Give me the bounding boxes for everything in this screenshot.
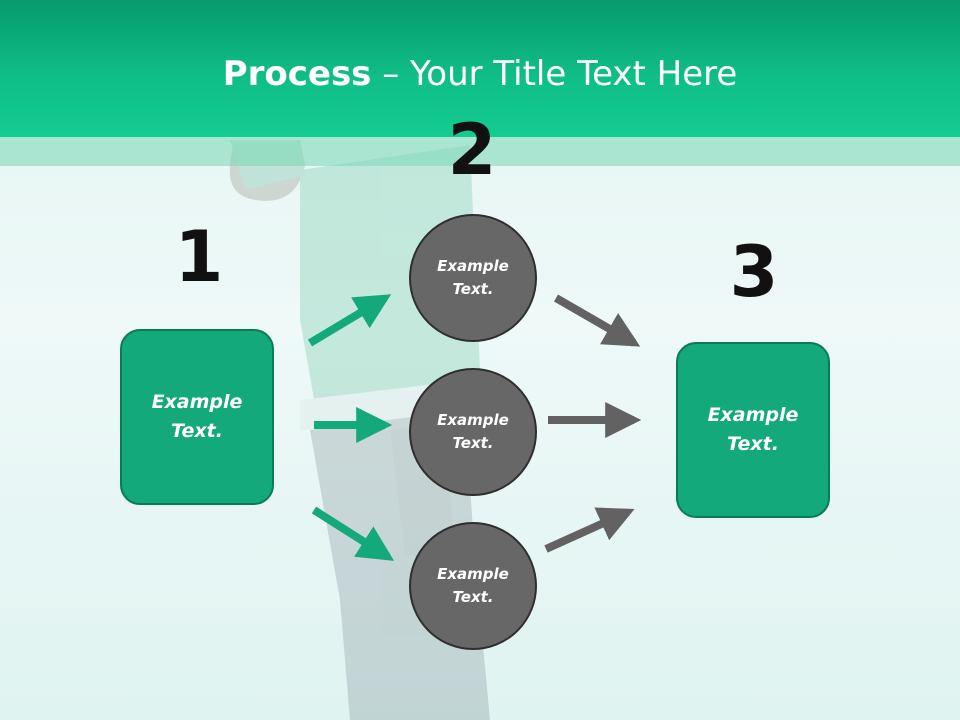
step-2-circle-top-label: Example Text. <box>437 257 509 298</box>
step-2-circle-bottom: Example Text. <box>409 522 537 650</box>
step-2-number: 2 <box>447 109 497 191</box>
step-2-circle-middle-label: Example Text. <box>437 411 509 452</box>
step-3-number: 3 <box>729 231 779 313</box>
step-3-box: Example Text. <box>676 342 830 518</box>
step-1-number: 1 <box>174 216 224 298</box>
title-rest-part: – Your Title Text Here <box>371 54 738 94</box>
step-1-label: Example Text. <box>151 391 243 442</box>
title-bold-part: Process <box>222 54 372 94</box>
step-2-circle-middle: Example Text. <box>409 368 537 496</box>
slide-title: Process – Your Title Text Here <box>0 52 960 96</box>
step-3-label: Example Text. <box>707 404 799 455</box>
step-2-circle-bottom-label: Example Text. <box>437 565 509 606</box>
step-1-box: Example Text. <box>120 329 274 505</box>
title-bar <box>0 0 960 137</box>
step-2-circle-top: Example Text. <box>409 214 537 342</box>
title-bar-accent-strip <box>0 137 960 166</box>
